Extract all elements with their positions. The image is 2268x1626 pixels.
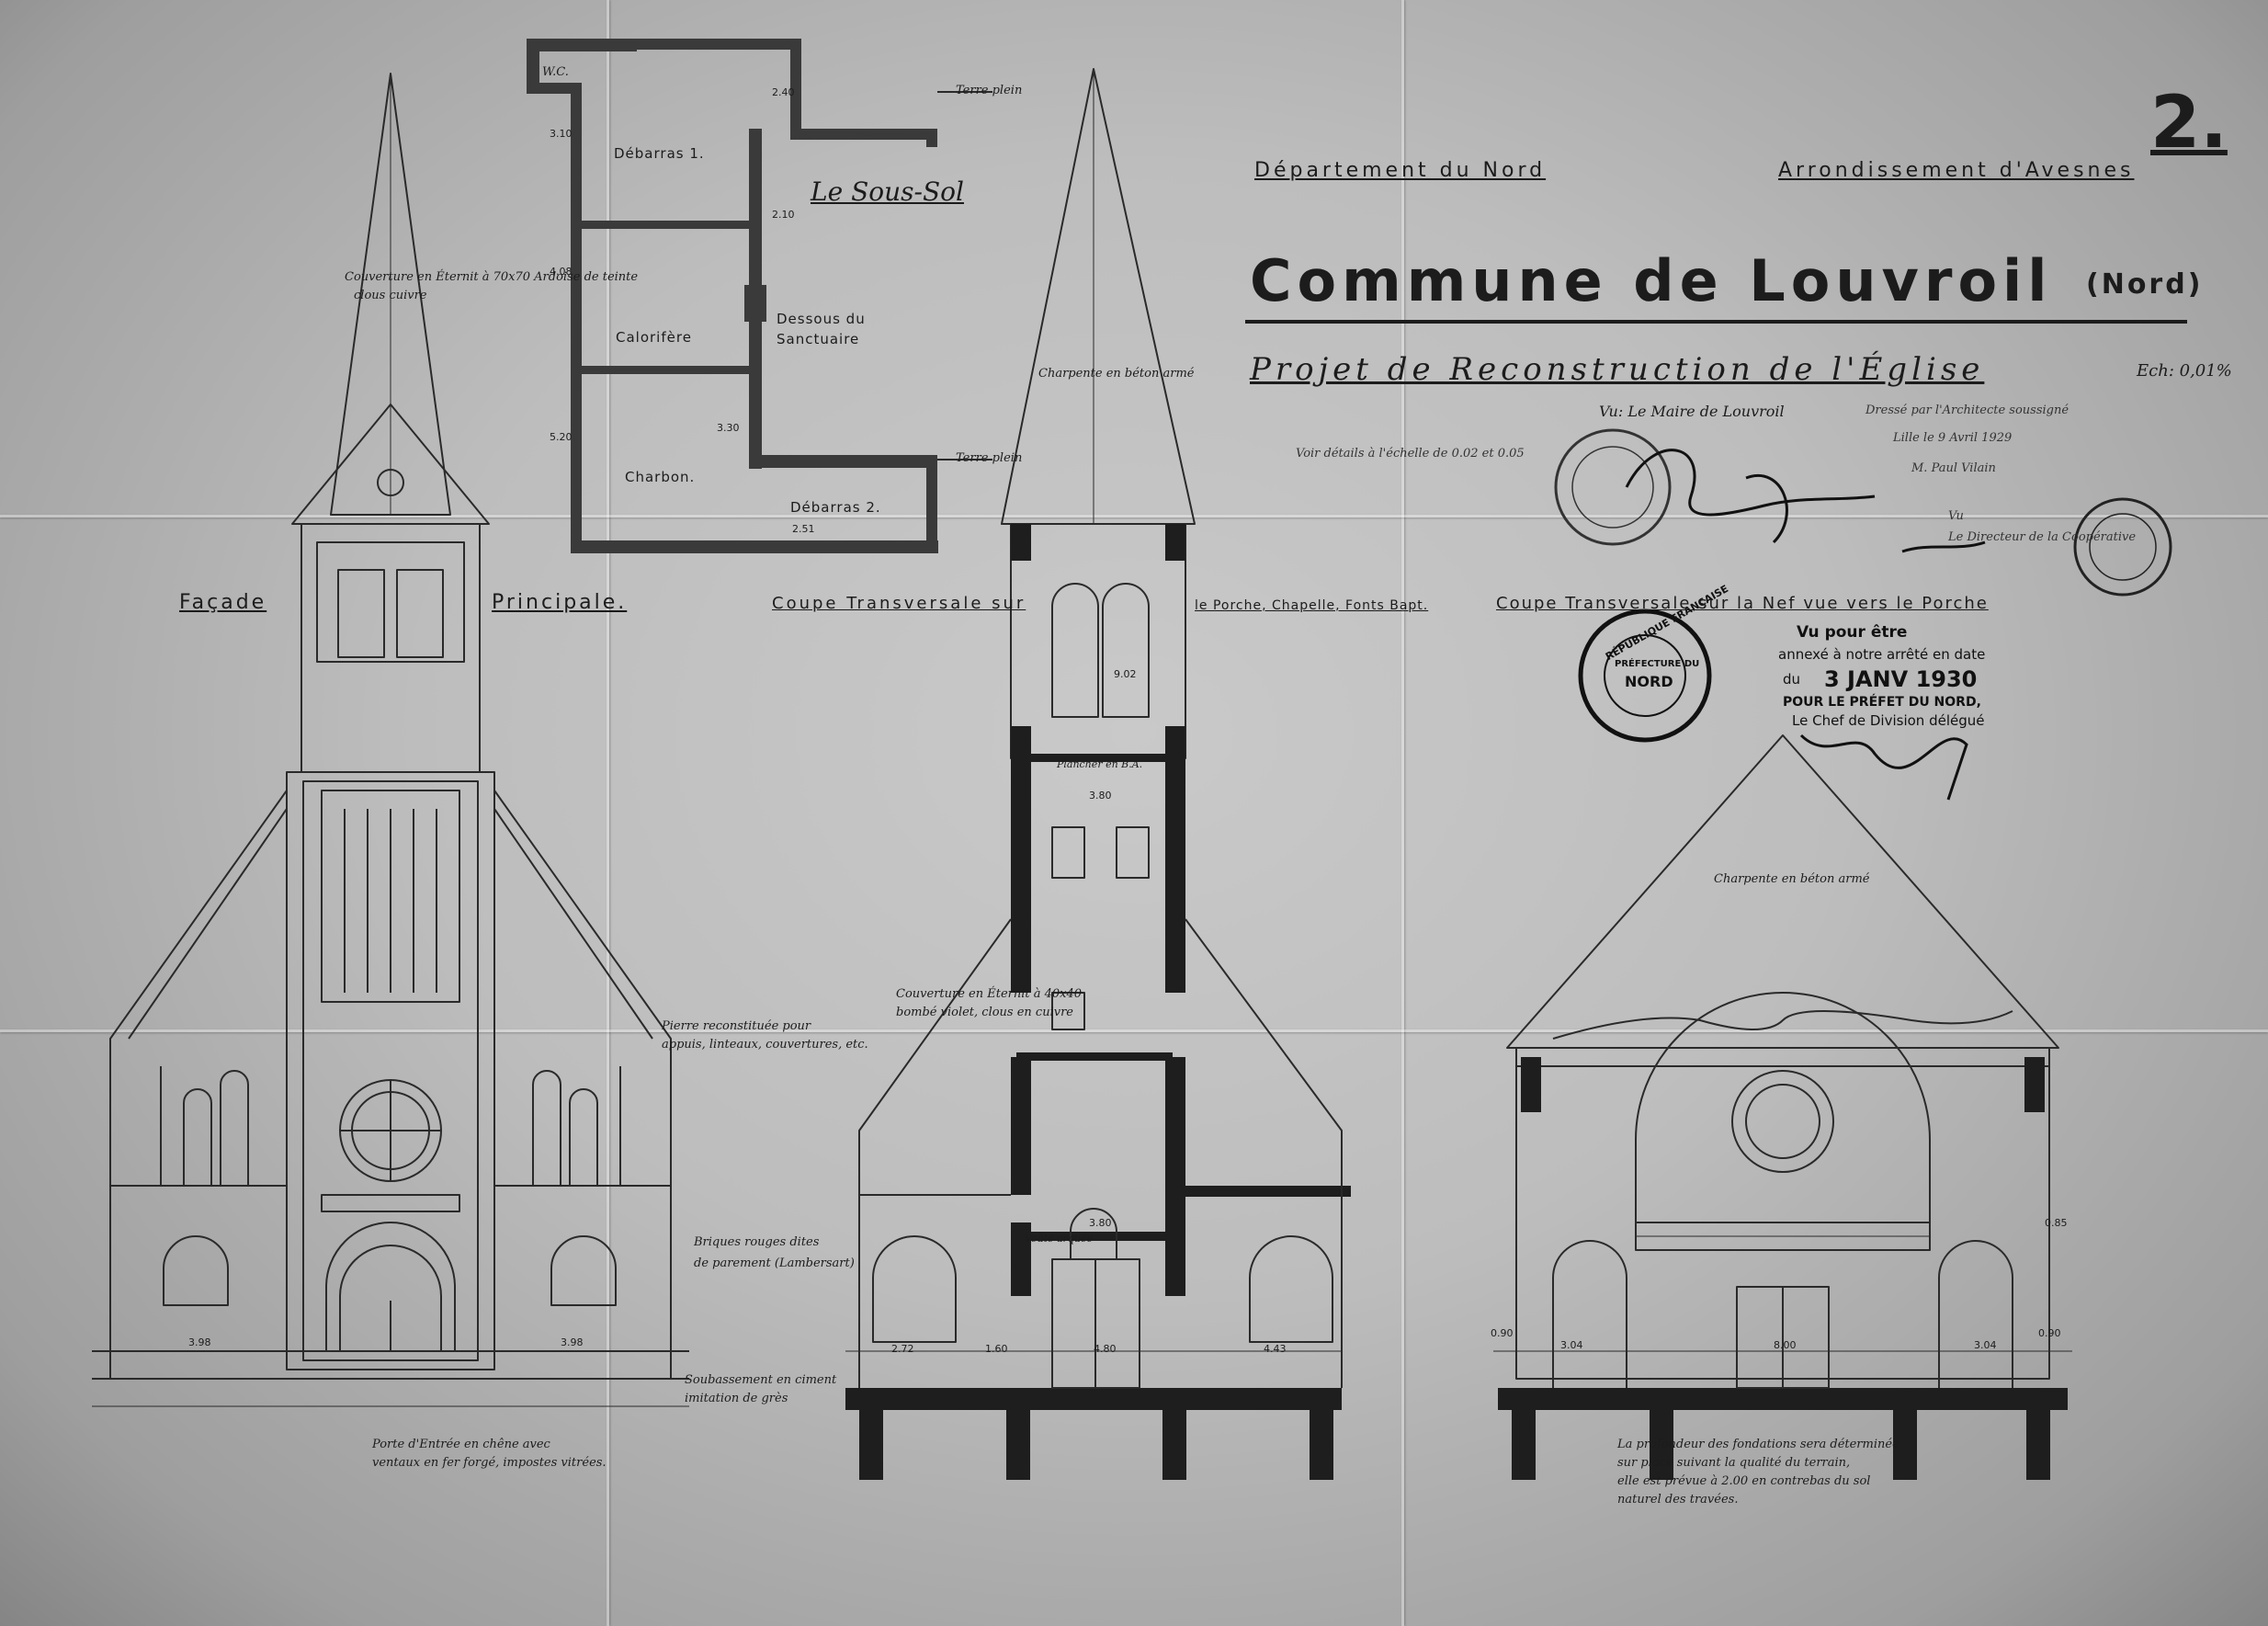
coupe-nef (1493, 734, 2072, 1480)
plan-dim-1: 3.10 (550, 128, 573, 140)
stamp-line-1: Vu pour être (1797, 623, 1908, 642)
inspector-line-2: Le Directeur de la Coopérative (1948, 530, 2137, 544)
room-debarras-2: Débarras 2. (790, 499, 881, 516)
coupe-dim-6: 3.80 (1089, 1217, 1112, 1229)
note-bricks: Briques rouges dites (694, 1235, 820, 1249)
basement-plan (527, 39, 992, 553)
coupe1-caption-b: le Porche, Chapelle, Fonts Bapt. (1195, 598, 1429, 613)
coupe-dim-4: 4.43 (1264, 1343, 1287, 1355)
plan-dim-3: 5.20 (550, 431, 573, 443)
note-spire-roof-2: clous cuivre (354, 289, 427, 302)
nef-dim-1: 3.04 (1560, 1339, 1583, 1351)
basement-title: Le Sous-Sol (811, 176, 964, 207)
stamp-line-4: POUR LE PRÉFET DU NORD, (1783, 695, 1981, 710)
plan-dim-7: 2.51 (792, 523, 815, 535)
fold-line (0, 1029, 2268, 1032)
architect-line-1: Dressé par l'Architecte soussigné (1865, 404, 2070, 417)
facade-caption-b: Principale. (492, 591, 628, 614)
note-spire-roof: Couverture en Éternit à 70x70 Ardoise de… (345, 270, 639, 284)
arrondissement-label: Arrondissement d'Avesnes (1778, 159, 2135, 182)
stamp-line-3-prefix: du (1783, 671, 1801, 688)
note-soubassement-2: imitation de grès (685, 1392, 788, 1405)
note-fondation-2: sur place suivant la qualité du terrain, (1617, 1456, 1851, 1470)
nef-dim-3: 8.00 (1774, 1339, 1797, 1351)
note-soubassement: Soubassement en ciment (685, 1373, 837, 1387)
mayor-seal (1554, 428, 1672, 546)
nef-dim-4: 0.90 (1491, 1327, 1514, 1339)
room-wc: W.C. (542, 65, 569, 79)
note-fondation-3: elle est prévue à 2.00 en contrebas du s… (1617, 1474, 1871, 1488)
plan-dim-2: 4.08 (550, 266, 573, 278)
plan-dim-5: 2.10 (772, 209, 795, 221)
note-roof2-b: bombé violet, clous en cuivre (896, 1006, 1073, 1019)
facade-principale (92, 73, 689, 1407)
room-charbon: Charbon. (625, 469, 696, 485)
nef-dim-5: 0.90 (2038, 1327, 2061, 1339)
facade-dim-2: 3.98 (561, 1336, 584, 1348)
nef-dim-2: 3.04 (1974, 1339, 1997, 1351)
room-calorifere: Calorifère (616, 329, 692, 346)
stamp-line-5: Le Chef de Division délégué (1792, 712, 1985, 729)
coupe-porche (845, 68, 1351, 1480)
coupe-dim-1: 2.72 (891, 1343, 914, 1355)
plan-dim-4: 2.40 (772, 86, 795, 98)
coupe1-caption-a: Coupe Transversale sur (772, 594, 1026, 613)
note-roof2: Couverture en Éternit à 40x40 (896, 987, 1083, 1001)
note-charpente: Charpente en béton armé (1038, 367, 1195, 381)
coupe2-caption: Coupe Transversale sur la Nef vue vers l… (1496, 594, 1989, 613)
project-title: Projet de Reconstruction de l'Église (1250, 351, 1985, 388)
note-etage: Plancher en B.A. (1057, 758, 1143, 770)
department-label: Département du Nord (1254, 159, 1547, 182)
commune-suffix: (Nord) (2086, 268, 2204, 301)
note-pierre: Pierre reconstituée pour (662, 1019, 811, 1033)
note-fondation-4: naturel des travées. (1617, 1493, 1739, 1507)
sheet-number: 2. (2150, 82, 2228, 165)
coupe-dim-5: 3.80 (1089, 790, 1112, 802)
scale-label: Ech: 0,01% (2137, 361, 2232, 381)
prefecture-seal (1578, 608, 1712, 743)
stamp-date: 3 JANV 1930 (1824, 666, 1978, 692)
cooperative-seal (2073, 497, 2172, 597)
facade-dim-1: 3.98 (188, 1336, 211, 1348)
architect-line-2: Lille le 9 Avril 1929 (1893, 431, 2013, 445)
coupe-dim-7: 9.02 (1114, 668, 1137, 680)
fold-line (607, 0, 609, 1626)
room-terre-plein-1: Terre plein (956, 84, 1023, 97)
inspector-line-1: Vu (1948, 509, 1964, 523)
note-porte-2: ventaux en fer forgé, impostes vitrées. (372, 1456, 607, 1470)
note-fondation-1: La profondeur des fondations sera déterm… (1617, 1438, 1899, 1451)
nef-dim-6: 0.85 (2045, 1217, 2068, 1229)
plan-dim-6: 3.30 (717, 422, 740, 434)
coupe-dim-2: 1.60 (985, 1343, 1008, 1355)
room-dessous: Dessous du (777, 311, 866, 327)
note-pierre-2: appuis, linteaux, couvertures, etc. (662, 1038, 868, 1052)
signature-strokes (1625, 449, 1986, 801)
stamp-line-2: annexé à notre arrêté en date (1778, 646, 1986, 663)
mayor-approval: Vu: Le Maire de Louvroil (1599, 403, 1785, 420)
fold-line (0, 515, 2268, 517)
coupe-dim-3: 4.80 (1094, 1343, 1117, 1355)
note-charpente-2: Charpente en béton armé (1714, 872, 1870, 886)
commune-title: Commune de Louvroil (1250, 247, 2053, 314)
room-debarras-1: Débarras 1. (614, 145, 705, 162)
architect-name: M. Paul Vilain (1911, 461, 1996, 475)
details-note: Voir détails à l'échelle de 0.02 et 0.05 (1296, 447, 1525, 461)
seal-inner-1: PRÉFECTURE DU (1615, 659, 1700, 669)
note-bricks-2: de parement (Lambersart) (694, 1256, 855, 1270)
note-voute: Voûte arquée (1025, 1233, 1094, 1245)
room-terre-plein-2: Terre plein (956, 451, 1023, 465)
fold-line (1401, 0, 1404, 1626)
room-sanctuaire: Sanctuaire (777, 331, 860, 347)
seal-inner-2: NORD (1625, 673, 1673, 690)
note-porte: Porte d'Entrée en chêne avec (372, 1438, 550, 1451)
facade-caption-a: Façade (179, 591, 267, 614)
